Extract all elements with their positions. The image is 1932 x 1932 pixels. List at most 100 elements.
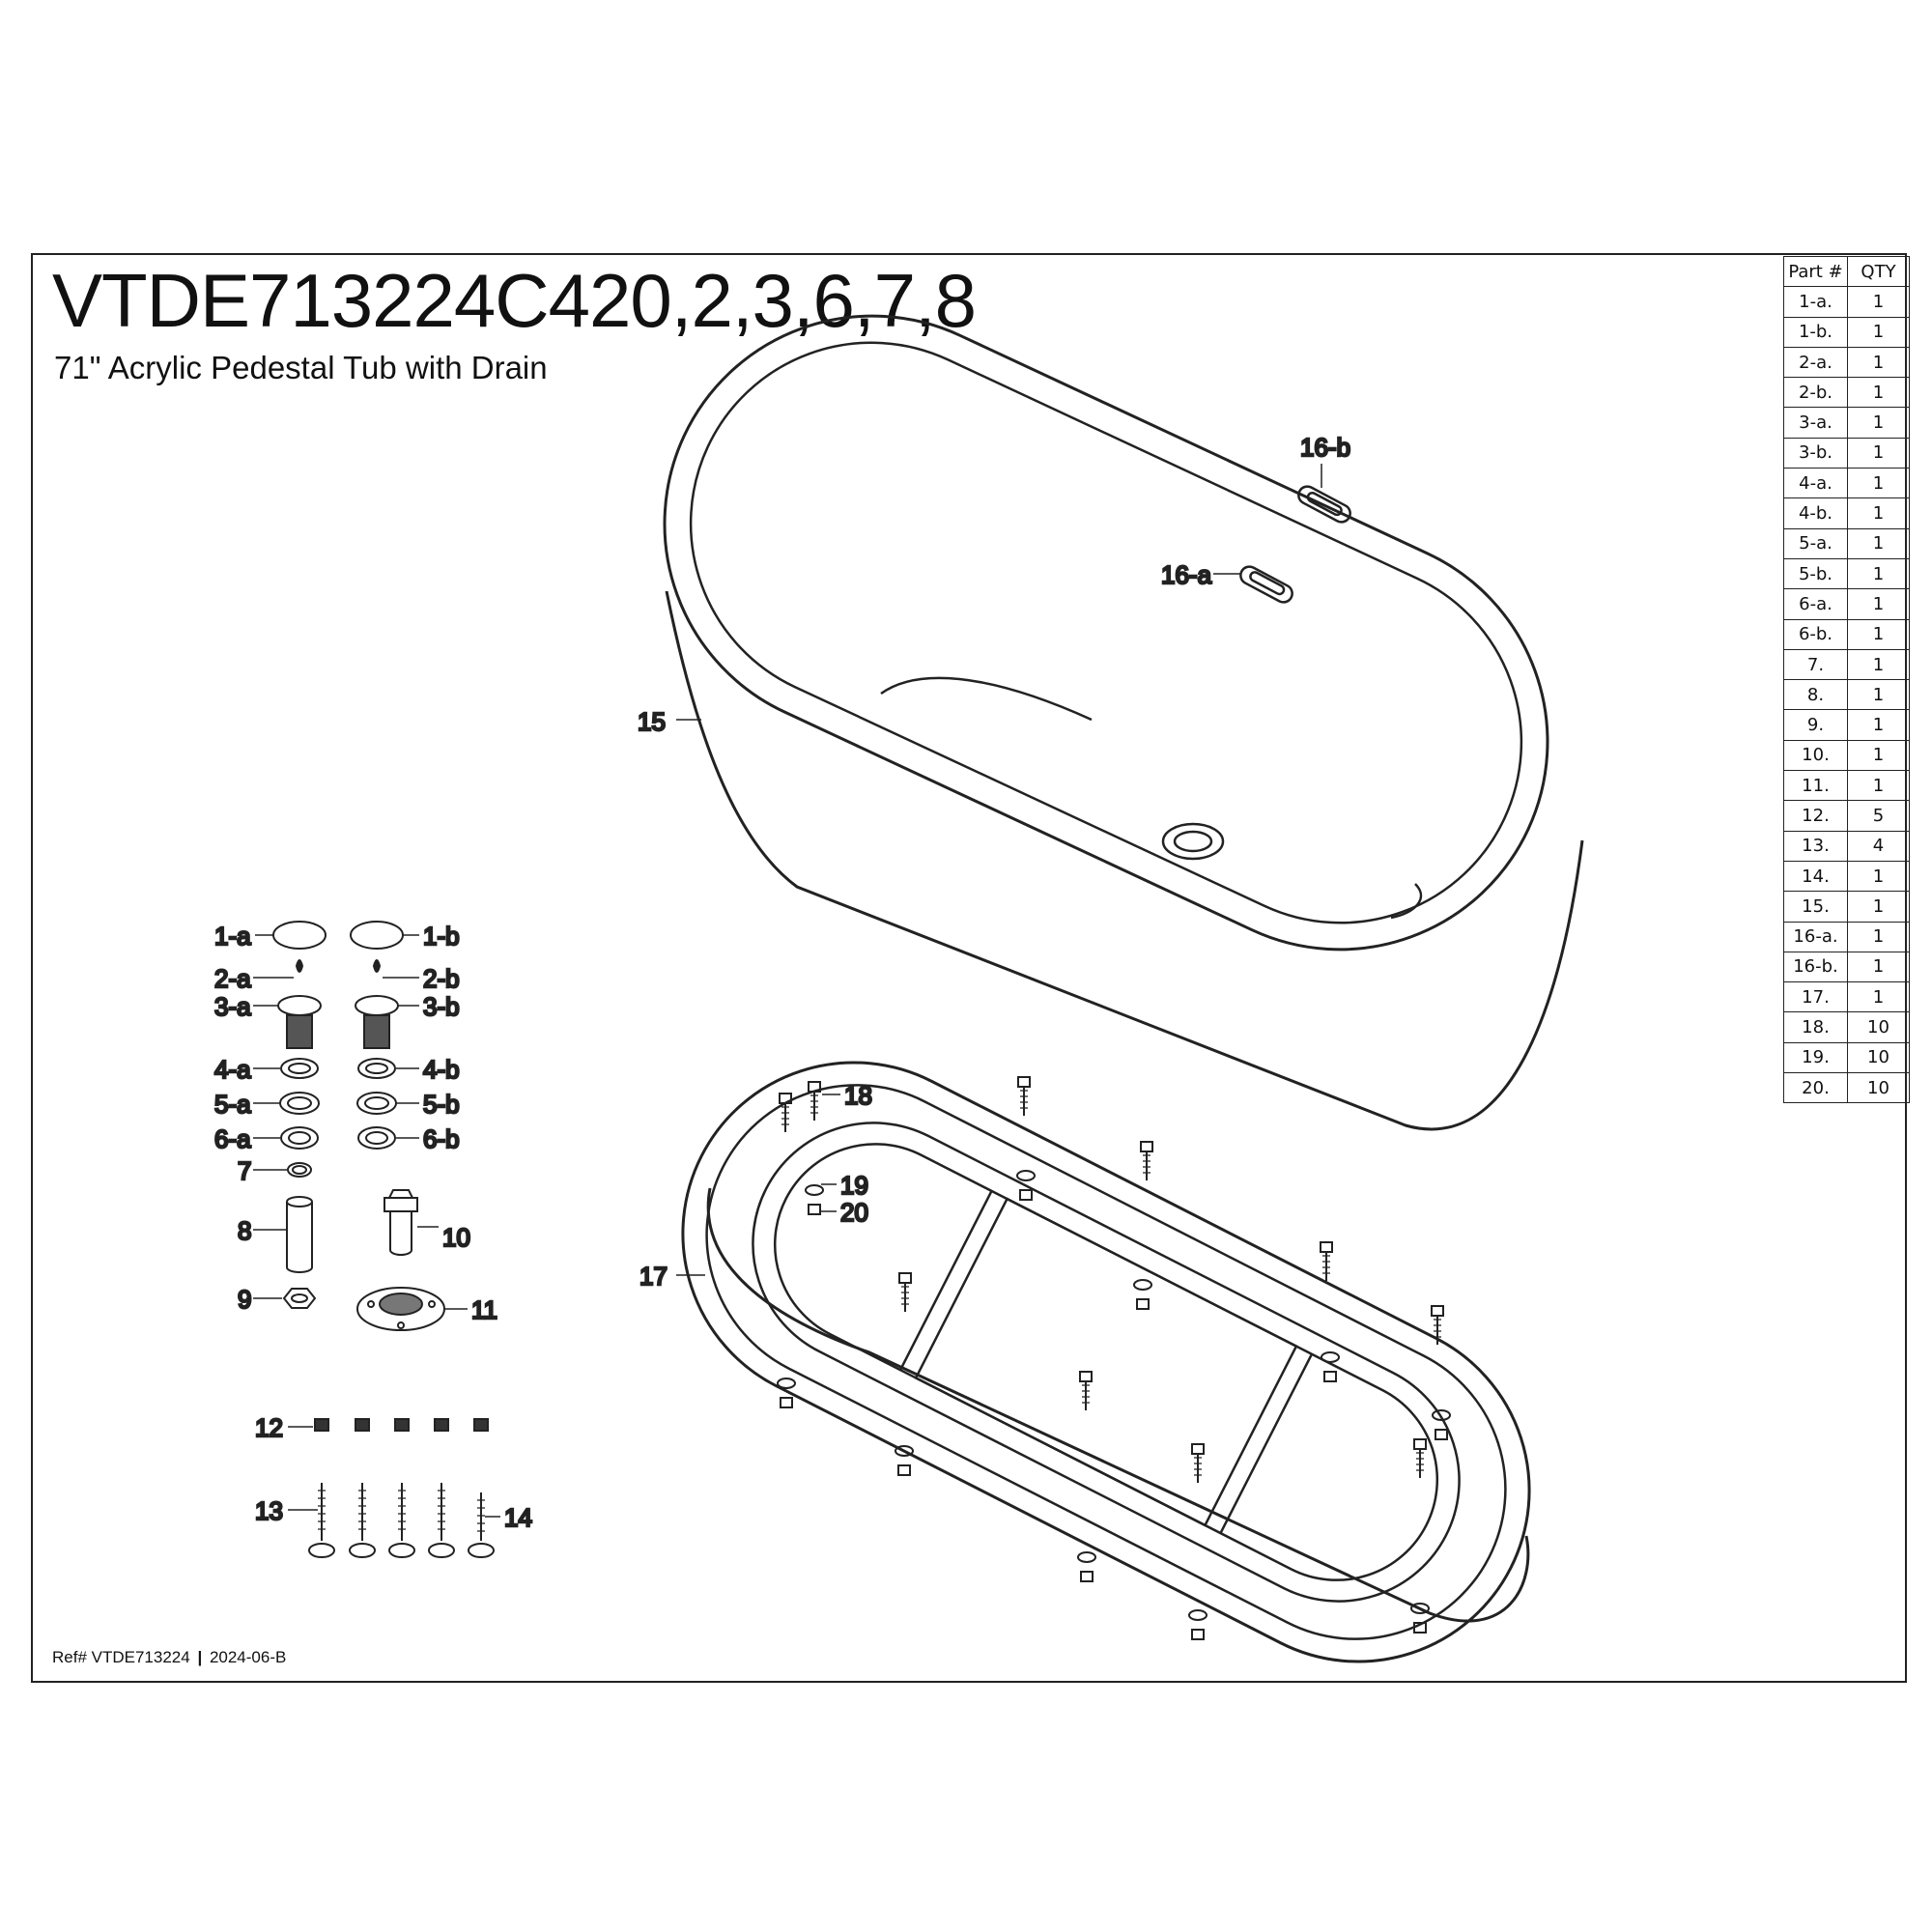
callout-12: 12 [255,1413,283,1442]
reference-number: Ref# VTDE713224 [52,1648,190,1666]
callout-1a: 1-a [214,922,251,951]
drain-flange-11 [356,1287,445,1331]
part-number-cell: 2-a. [1783,346,1848,379]
bathtub-illustration [663,314,1584,1131]
quantity-cell: 1 [1847,981,1910,1013]
part-number-cell: 19. [1783,1041,1848,1074]
part-number-cell: 6-b. [1783,618,1848,650]
part-number-cell: 14. [1783,860,1848,893]
part-number-cell: 5-b. [1783,557,1848,590]
base-washers-and-nuts [777,1170,1451,1640]
parts-table-row: 7.1 [1783,648,1910,681]
parts-table-row: 3-b.1 [1783,437,1910,469]
part-number-cell: 16-b. [1783,951,1848,983]
footer-separator: | [197,1648,203,1666]
callout-5a: 5-a [214,1090,251,1119]
quantity-cell: 1 [1847,860,1910,893]
quantity-cell: 1 [1847,679,1910,711]
part-number-cell: 20. [1783,1072,1848,1104]
parts-table-row: 13.4 [1783,830,1910,862]
callout-20: 20 [840,1198,868,1227]
quantity-cell: 10 [1847,1011,1910,1043]
drain-stack-a [272,921,327,1309]
quantity-cell: 10 [1847,1072,1910,1104]
leveling-feet-13-14 [308,1483,495,1558]
quantity-header: QTY [1847,255,1910,288]
parts-table-row: 19.10 [1783,1041,1910,1074]
quantity-cell: 10 [1847,1041,1910,1074]
part-number-cell: 17. [1783,981,1848,1013]
model-number-title: VTDE713224C420,2,3,6,7,8 [52,258,977,343]
callout-3b: 3-b [423,992,460,1021]
part-number-cell: 3-b. [1783,437,1848,469]
parts-table-row: 17.1 [1783,981,1910,1013]
parts-table-row: 3-a.1 [1783,407,1910,439]
parts-table-row: 18.10 [1783,1011,1910,1043]
callout-17: 17 [639,1262,668,1291]
parts-table-row: 8.1 [1783,679,1910,711]
callout-10: 10 [442,1223,470,1252]
part-number-header: Part # [1783,255,1848,288]
callout-16a: 16-a [1161,560,1212,589]
parts-table-row: 16-a.1 [1783,921,1910,952]
callout-2a: 2-a [214,964,251,993]
part-number-cell: 2-b. [1783,377,1848,409]
callout-8: 8 [238,1216,251,1245]
reference-footer: Ref# VTDE713224 | 2024-06-B [52,1648,286,1667]
part-number-cell: 16-a. [1783,921,1848,952]
base-bolts [779,1076,1444,1483]
parts-table-row: 6-a.1 [1783,588,1910,620]
part-number-cell: 3-a. [1783,407,1848,439]
callout-15: 15 [638,707,666,736]
callout-4a: 4-a [214,1055,251,1084]
overflow-cover-16b [1297,485,1351,524]
callout-14: 14 [504,1503,532,1532]
revision-code: 2024-06-B [209,1648,287,1666]
quantity-cell: 5 [1847,800,1910,832]
parts-table-header-row: Part # QTY [1783,255,1910,288]
pedestal-base-illustration [681,1061,1531,1663]
part-number-cell: 5-a. [1783,527,1848,559]
parts-table-row: 5-a.1 [1783,527,1910,559]
quantity-cell: 1 [1847,407,1910,439]
part-number-cell: 15. [1783,891,1848,923]
part-number-cell: 18. [1783,1011,1848,1043]
quantity-cell: 1 [1847,497,1910,529]
callout-2b: 2-b [423,964,460,993]
parts-table-row: 5-b.1 [1783,557,1910,590]
callout-11: 11 [471,1295,497,1324]
parts-table-row: 14.1 [1783,860,1910,893]
parts-table-row: 12.5 [1783,800,1910,832]
nuts-row-12 [314,1418,489,1432]
quantity-cell: 1 [1847,377,1910,409]
parts-table-row: 2-b.1 [1783,377,1910,409]
callout-4b: 4-b [423,1055,460,1084]
product-description: 71" Acrylic Pedestal Tub with Drain [54,350,548,385]
quantity-cell: 4 [1847,830,1910,862]
callout-leader-lines [253,464,1322,1518]
callout-16b: 16-b [1300,433,1350,462]
callout-1b: 1-b [423,922,460,951]
quantity-cell: 1 [1847,891,1910,923]
parts-table-row: 20.10 [1783,1072,1910,1104]
part-number-cell: 13. [1783,830,1848,862]
part-number-cell: 8. [1783,679,1848,711]
callout-19: 19 [840,1171,868,1200]
callout-5b: 5-b [423,1090,460,1119]
parts-table-row: 15.1 [1783,891,1910,923]
callout-13: 13 [255,1496,283,1525]
callout-18: 18 [844,1081,872,1110]
parts-table-row: 10.1 [1783,739,1910,772]
quantity-cell: 1 [1847,468,1910,499]
quantity-cell: 1 [1847,437,1910,469]
parts-table-row: 2-a.1 [1783,346,1910,379]
callout-6b: 6-b [423,1124,460,1153]
quantity-cell: 1 [1847,316,1910,348]
quantity-cell: 1 [1847,921,1910,952]
parts-table-row: 1-b.1 [1783,316,1910,348]
callout-9: 9 [238,1285,251,1314]
drain-wrench-10 [384,1189,418,1256]
